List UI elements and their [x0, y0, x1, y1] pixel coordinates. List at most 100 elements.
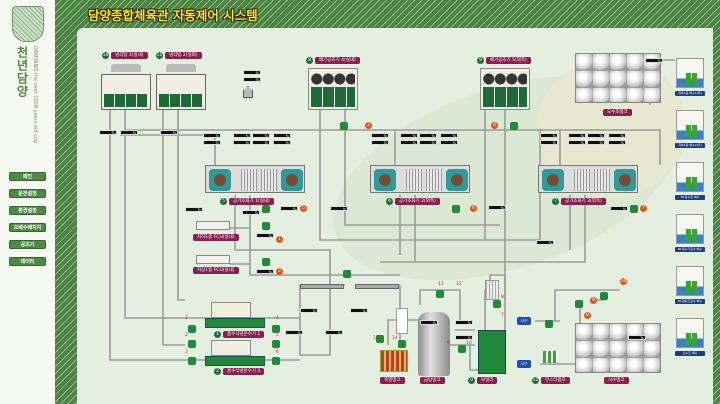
- pump-icon[interactable]: [436, 290, 444, 298]
- nav-environment-settings[interactable]: 환경설정: [9, 206, 46, 215]
- return-header: [355, 284, 399, 289]
- pump-icon[interactable]: [188, 357, 196, 365]
- pump-icon[interactable]: [600, 292, 608, 300]
- sump-pit-1[interactable]: [676, 58, 704, 88]
- value-readout: %: [455, 335, 473, 340]
- pump-status-badge: 4: [491, 122, 498, 129]
- booster-pumps[interactable]: [543, 351, 558, 363]
- pump-icon[interactable]: [340, 122, 348, 130]
- value-readout: %: [400, 133, 418, 138]
- pump-number: 5: [276, 333, 279, 338]
- cooling-tower-2-label: 냉각탑 2(실외): [165, 52, 202, 59]
- value-readout: %: [325, 330, 343, 335]
- pump-icon[interactable]: [343, 270, 351, 278]
- value-readout: %: [256, 269, 274, 274]
- chiller-1[interactable]: [205, 302, 265, 330]
- fcu-unit-1[interactable]: [196, 221, 230, 230]
- cooling-tower-2[interactable]: [156, 64, 206, 110]
- boiler[interactable]: [478, 330, 506, 374]
- pump-status-badge: 10: [620, 278, 627, 285]
- pump-icon[interactable]: [262, 258, 270, 266]
- cooling-tower-1[interactable]: [101, 64, 151, 110]
- nav-main[interactable]: 메인: [9, 172, 46, 181]
- sump-pump-icon: [686, 73, 691, 85]
- value-readout: %: [242, 210, 260, 215]
- pump-icon[interactable]: [510, 122, 518, 130]
- water-storage-tank[interactable]: [575, 323, 661, 373]
- value-readout: %: [587, 133, 605, 138]
- pump-icon[interactable]: [188, 340, 196, 348]
- sump-pit-3[interactable]: [676, 162, 704, 192]
- sidebar: 천년담양 DAMYANG the over 1000 years old cit…: [0, 0, 55, 404]
- chiller-2[interactable]: [205, 340, 265, 368]
- air-handler-2[interactable]: [370, 165, 470, 193]
- sump-pit-2[interactable]: [676, 110, 704, 140]
- nav-operation-settings[interactable]: 운전설정: [9, 189, 46, 198]
- pump-icon[interactable]: [575, 300, 583, 308]
- sump-pump-icon: [686, 177, 691, 189]
- value-readout: %: [536, 240, 554, 245]
- pump-number: 6: [276, 350, 279, 355]
- expansion-tank: [396, 308, 408, 334]
- air-handler-1[interactable]: [205, 165, 305, 193]
- heat-storage-tank[interactable]: [380, 350, 408, 372]
- pump-icon[interactable]: [272, 357, 280, 365]
- exhaust-unit-1[interactable]: [308, 68, 358, 110]
- pump-icon[interactable]: [630, 205, 638, 213]
- pump-icon[interactable]: [188, 325, 196, 333]
- sump-pit-6[interactable]: [676, 318, 704, 348]
- exhaust-unit-2[interactable]: [480, 68, 530, 110]
- top-tank-label: 오수조탱크: [603, 109, 632, 116]
- pump-number: 7: [501, 313, 504, 318]
- pump-icon[interactable]: [493, 300, 501, 308]
- pump-icon[interactable]: [272, 340, 280, 348]
- pump-status-badge: 7: [640, 205, 647, 212]
- sump-pump-icon: [692, 281, 697, 293]
- value-readout: %: [203, 140, 221, 145]
- sump-pit-5[interactable]: [676, 266, 704, 296]
- pump-status-badge: 2: [276, 268, 283, 275]
- pump-number: 1: [185, 316, 188, 321]
- pump-icon[interactable]: [545, 320, 553, 328]
- hot-water-tank-label: 급탕탱크: [420, 377, 445, 384]
- cooling-tower-1-number: 10: [102, 52, 109, 59]
- pump-icon[interactable]: [272, 325, 280, 333]
- value-readout: %: [400, 140, 418, 145]
- sump-pump-icon: [686, 333, 691, 345]
- outdoor-sensor-icon: [243, 86, 253, 98]
- sump-pit-label: B1집수정 배수: [675, 195, 705, 200]
- exhaust-1-number: 8: [306, 57, 313, 64]
- nav-drainage[interactable]: 오배수배치지: [9, 223, 46, 232]
- value-readout: %: [568, 140, 586, 145]
- value-readout: %: [99, 130, 117, 135]
- fcu-unit-2[interactable]: [196, 255, 230, 264]
- heater-label: 축열탱크: [380, 377, 405, 384]
- sump-pump-icon: [692, 125, 697, 137]
- pump-icon[interactable]: [398, 340, 406, 348]
- pump-icon[interactable]: [452, 205, 460, 213]
- ahu-1-number: 5: [220, 198, 227, 205]
- pump-status-badge: 3: [365, 122, 372, 129]
- value-readout: %: [330, 206, 348, 211]
- sump-pit-4[interactable]: [676, 214, 704, 244]
- exhaust-2-number: 9: [477, 57, 484, 64]
- chimney: [485, 280, 499, 300]
- pump-icon[interactable]: [262, 222, 270, 230]
- value-readout: %: [568, 133, 586, 138]
- value-readout: %: [645, 58, 663, 63]
- nav-air-handler[interactable]: 공조기: [9, 240, 46, 249]
- value-readout: %: [488, 205, 506, 210]
- pump-number: 14: [392, 336, 398, 341]
- air-handler-3[interactable]: [538, 165, 638, 193]
- value-readout: %: [371, 140, 389, 145]
- pump-icon[interactable]: [458, 345, 466, 353]
- booster-label: 부스터펌프: [541, 377, 570, 384]
- pump-number: 13: [373, 336, 379, 341]
- pump-icon[interactable]: [262, 205, 270, 213]
- nav-data[interactable]: 데이터: [9, 257, 46, 266]
- sump-pump-icon: [692, 177, 697, 189]
- value-readout: %: [185, 207, 203, 212]
- pump-icon[interactable]: [376, 335, 384, 343]
- value-readout: %: [280, 206, 298, 211]
- value-readout: %: [300, 308, 318, 313]
